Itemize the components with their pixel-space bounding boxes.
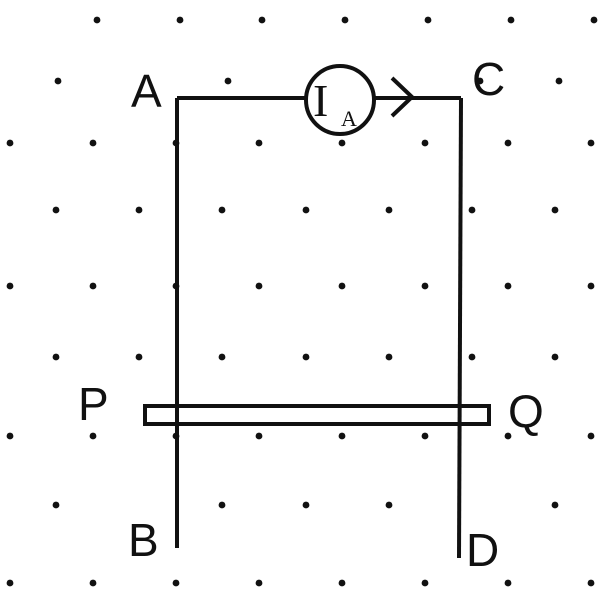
field-dot <box>504 139 512 147</box>
field-dot <box>6 579 14 587</box>
ammeter: I A <box>304 64 376 136</box>
field-dot <box>255 139 263 147</box>
field-dot <box>551 353 559 361</box>
field-dot <box>218 353 226 361</box>
field-dot <box>338 282 346 290</box>
label-a: A <box>131 65 162 117</box>
field-dot <box>551 501 559 509</box>
sliding-rod-pq <box>143 404 491 426</box>
ammeter-circle <box>304 64 376 136</box>
ammeter-symbol: I <box>313 75 328 126</box>
field-dot <box>385 353 393 361</box>
field-dot <box>338 579 346 587</box>
field-dot <box>6 432 14 440</box>
field-dot <box>587 139 595 147</box>
field-dot <box>421 579 429 587</box>
label-c: C <box>472 53 505 105</box>
field-dot <box>338 432 346 440</box>
field-dot <box>89 282 97 290</box>
label-p: P <box>78 378 109 430</box>
field-dot <box>341 16 349 24</box>
field-dot <box>52 206 60 214</box>
field-dot <box>89 432 97 440</box>
field-dot <box>135 353 143 361</box>
field-dot <box>555 77 563 85</box>
field-dot <box>218 501 226 509</box>
field-dot <box>218 206 226 214</box>
field-dot <box>6 282 14 290</box>
field-dot <box>587 579 595 587</box>
field-dot <box>385 501 393 509</box>
field-dot <box>255 579 263 587</box>
field-dot <box>172 579 180 587</box>
current-arrow-icon <box>390 76 415 118</box>
field-dot <box>590 16 598 24</box>
field-dot <box>421 282 429 290</box>
field-dot <box>504 282 512 290</box>
field-dot <box>421 139 429 147</box>
field-dot <box>338 139 346 147</box>
field-dot <box>421 432 429 440</box>
label-q: Q <box>508 385 544 437</box>
rail-cd <box>457 97 463 559</box>
field-dot <box>504 579 512 587</box>
field-dot <box>135 206 143 214</box>
field-dot <box>507 16 515 24</box>
field-dot <box>468 206 476 214</box>
field-dot <box>89 139 97 147</box>
field-dot <box>302 501 310 509</box>
field-dot <box>54 77 62 85</box>
field-dot <box>468 353 476 361</box>
field-dot <box>551 206 559 214</box>
field-dot <box>255 432 263 440</box>
field-dot <box>385 206 393 214</box>
field-dot <box>93 16 101 24</box>
magnetic-field-dots <box>6 16 598 587</box>
label-b: B <box>128 514 159 566</box>
field-dot <box>424 16 432 24</box>
field-dot <box>504 432 512 440</box>
field-dot <box>176 16 184 24</box>
field-dot <box>224 77 232 85</box>
field-dot <box>255 282 263 290</box>
field-dot <box>302 353 310 361</box>
field-dot <box>52 501 60 509</box>
field-dot <box>587 282 595 290</box>
field-dot <box>6 139 14 147</box>
field-dot <box>52 353 60 361</box>
field-dot <box>89 579 97 587</box>
label-d: D <box>466 524 499 576</box>
field-dot <box>587 432 595 440</box>
field-dot <box>258 16 266 24</box>
field-dot <box>476 77 484 85</box>
ammeter-subscript: A <box>341 106 357 131</box>
field-dot <box>302 206 310 214</box>
